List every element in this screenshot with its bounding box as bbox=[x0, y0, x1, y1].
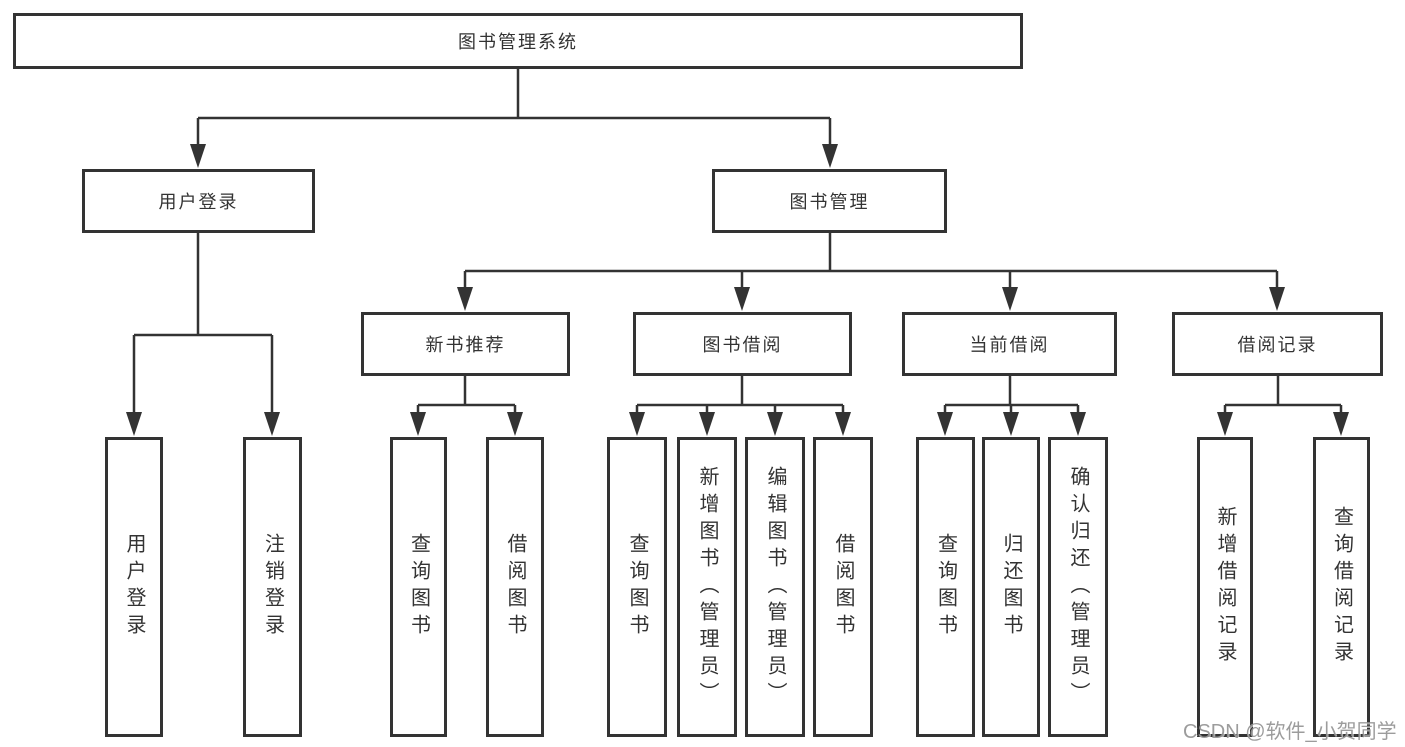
node-new-book-recommend: 新书推荐 bbox=[361, 312, 570, 376]
node-borrowing-records-label: 借阅记录 bbox=[1237, 335, 1318, 355]
leaf-user-login-label: 用户登录 bbox=[123, 533, 145, 641]
leaf-bb-borrow-books: 借阅图书 bbox=[813, 437, 873, 737]
leaf-nb-borrow-books: 借阅图书 bbox=[486, 437, 544, 737]
arrowhead bbox=[457, 287, 473, 311]
leaf-bb-borrow-books-label: 借阅图书 bbox=[832, 533, 854, 641]
leaf-logout: 注销登录 bbox=[243, 437, 302, 737]
arrowhead bbox=[822, 144, 838, 168]
leaf-bb-edit-books-label: 编辑图书（管理员） bbox=[764, 465, 786, 709]
node-new-book-recommend-label: 新书推荐 bbox=[425, 335, 506, 355]
node-book-borrowing-label: 图书借阅 bbox=[702, 335, 783, 355]
arrowhead bbox=[937, 412, 953, 436]
leaf-nb-query-books-label: 查询图书 bbox=[407, 533, 430, 641]
arrowhead bbox=[1003, 412, 1019, 436]
leaf-bb-edit-books: 编辑图书（管理员） bbox=[745, 437, 805, 737]
arrowhead bbox=[264, 412, 280, 436]
node-root-label: 图书管理系统 bbox=[458, 32, 578, 52]
node-book-management-label: 图书管理 bbox=[789, 192, 870, 212]
leaf-logout-label: 注销登录 bbox=[261, 533, 284, 641]
connector-book-management bbox=[463, 233, 1279, 289]
arrowhead bbox=[699, 412, 715, 436]
arrowhead bbox=[410, 412, 426, 436]
arrowhead bbox=[190, 144, 206, 168]
arrowhead bbox=[835, 412, 851, 436]
connector-borrowing-records bbox=[1223, 376, 1343, 414]
leaf-bb-query-books: 查询图书 bbox=[607, 437, 667, 737]
node-current-borrowing-label: 当前借阅 bbox=[969, 335, 1050, 355]
connector-book-borrowing bbox=[635, 376, 845, 414]
leaf-cb-query-books: 查询图书 bbox=[916, 437, 975, 737]
leaf-br-add-record-label: 新增借阅记录 bbox=[1214, 506, 1236, 668]
leaf-cb-confirm-return: 确认归还（管理员） bbox=[1048, 437, 1108, 737]
leaf-br-add-record: 新增借阅记录 bbox=[1197, 437, 1253, 737]
arrowhead bbox=[1217, 412, 1233, 436]
csdn-watermark: CSDN @软件_小贺同学 bbox=[1183, 721, 1397, 743]
leaf-nb-query-books: 查询图书 bbox=[390, 437, 447, 737]
arrowhead bbox=[126, 412, 142, 436]
connector-root bbox=[196, 69, 832, 146]
leaf-cb-return-books-label: 归还图书 bbox=[1000, 533, 1022, 641]
node-book-management: 图书管理 bbox=[712, 169, 947, 233]
arrowhead bbox=[1070, 412, 1086, 436]
arrowhead bbox=[507, 412, 523, 436]
node-user-login-label: 用户登录 bbox=[158, 192, 239, 212]
node-root: 图书管理系统 bbox=[13, 13, 1023, 69]
leaf-bb-query-books-label: 查询图书 bbox=[626, 533, 648, 641]
arrowhead bbox=[734, 287, 750, 311]
node-borrowing-records: 借阅记录 bbox=[1172, 312, 1383, 376]
connector-new-book-recommend bbox=[416, 376, 517, 414]
leaf-cb-return-books: 归还图书 bbox=[982, 437, 1040, 737]
leaf-cb-confirm-return-label: 确认归还（管理员） bbox=[1067, 465, 1089, 709]
leaf-br-query-record-label: 查询借阅记录 bbox=[1330, 506, 1353, 668]
node-book-borrowing: 图书借阅 bbox=[633, 312, 852, 376]
leaf-bb-add-books: 新增图书（管理员） bbox=[677, 437, 737, 737]
leaf-br-query-record: 查询借阅记录 bbox=[1313, 437, 1370, 737]
node-current-borrowing: 当前借阅 bbox=[902, 312, 1117, 376]
connector-current-borrowing bbox=[943, 376, 1080, 414]
arrowhead bbox=[1269, 287, 1285, 311]
arrowhead bbox=[1333, 412, 1349, 436]
leaf-user-login: 用户登录 bbox=[105, 437, 163, 737]
arrowhead bbox=[629, 412, 645, 436]
connector-user-login bbox=[132, 233, 274, 414]
leaf-cb-query-books-label: 查询图书 bbox=[934, 533, 957, 641]
arrowhead bbox=[1002, 287, 1018, 311]
node-user-login: 用户登录 bbox=[82, 169, 315, 233]
leaf-bb-add-books-label: 新增图书（管理员） bbox=[696, 465, 718, 709]
arrowhead bbox=[767, 412, 783, 436]
leaf-nb-borrow-books-label: 借阅图书 bbox=[504, 533, 526, 641]
